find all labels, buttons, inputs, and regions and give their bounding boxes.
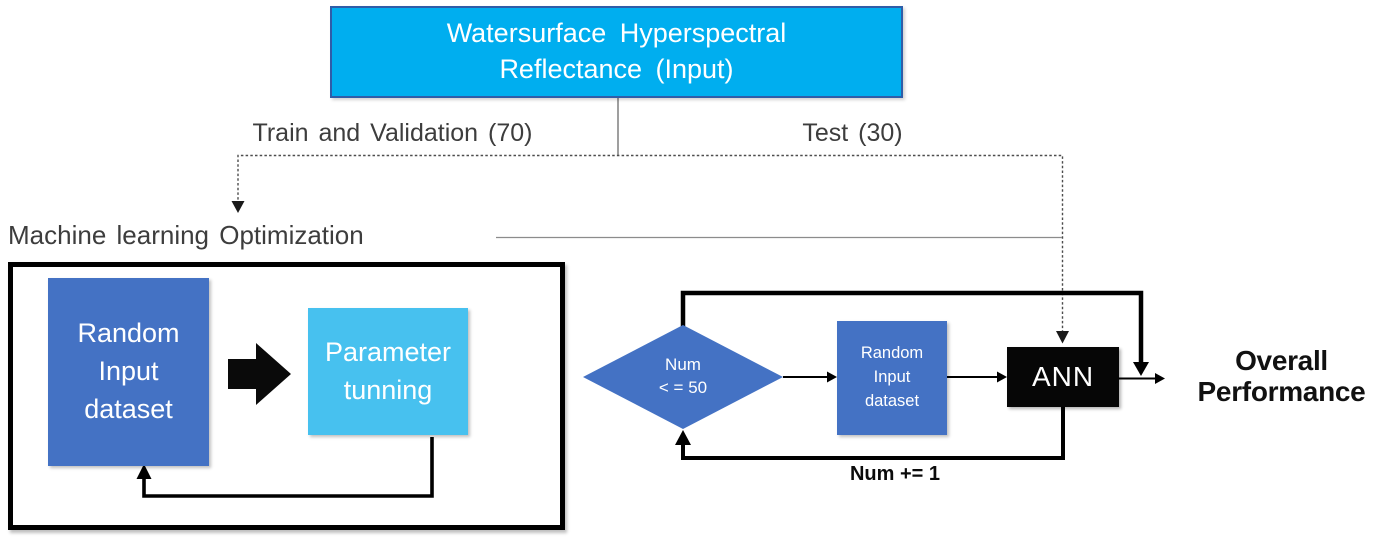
condition-diamond-label: Num < = 50 — [658, 355, 708, 397]
parameter-tuning-box: Parameter tunning — [308, 308, 468, 435]
tuning-feedback-path — [142, 437, 434, 498]
ann-output-arrowhead — [1155, 373, 1165, 384]
loop-bottom-arrowhead — [675, 430, 691, 445]
dataset-to-ann-arrowhead — [997, 371, 1007, 383]
train-validation-label: Train and Validation (70) — [252, 118, 533, 147]
train-branch-arrowhead — [231, 201, 245, 213]
optimization-section-label: Machine learning Optimization — [8, 219, 364, 250]
split-dotted-path — [237, 154, 1064, 336]
num-increment-label: Num += 1 — [849, 462, 941, 485]
loop-random-input-dataset-box: Random Input dataset — [837, 321, 947, 435]
condition-diamond — [583, 325, 783, 429]
loop-top-path — [680, 290, 1144, 363]
overall-performance-label: Overall Performance — [1197, 344, 1366, 407]
optimization-frame — [8, 262, 565, 530]
tuning-feedback-arrowhead — [136, 464, 152, 479]
loop-bottom-path — [681, 407, 1065, 460]
test-label: Test (30) — [802, 118, 903, 147]
input-box: Watersurface Hyperspectral Reflectance (… — [330, 6, 903, 98]
ann-box: ANN — [1007, 347, 1119, 407]
test-branch-arrowhead — [1056, 331, 1069, 344]
loop-top-arrowhead — [1133, 362, 1149, 376]
diamond-to-dataset-arrowhead — [827, 371, 837, 383]
random-input-dataset-box: Random Input dataset — [48, 278, 209, 466]
process-block-arrow — [228, 343, 291, 405]
